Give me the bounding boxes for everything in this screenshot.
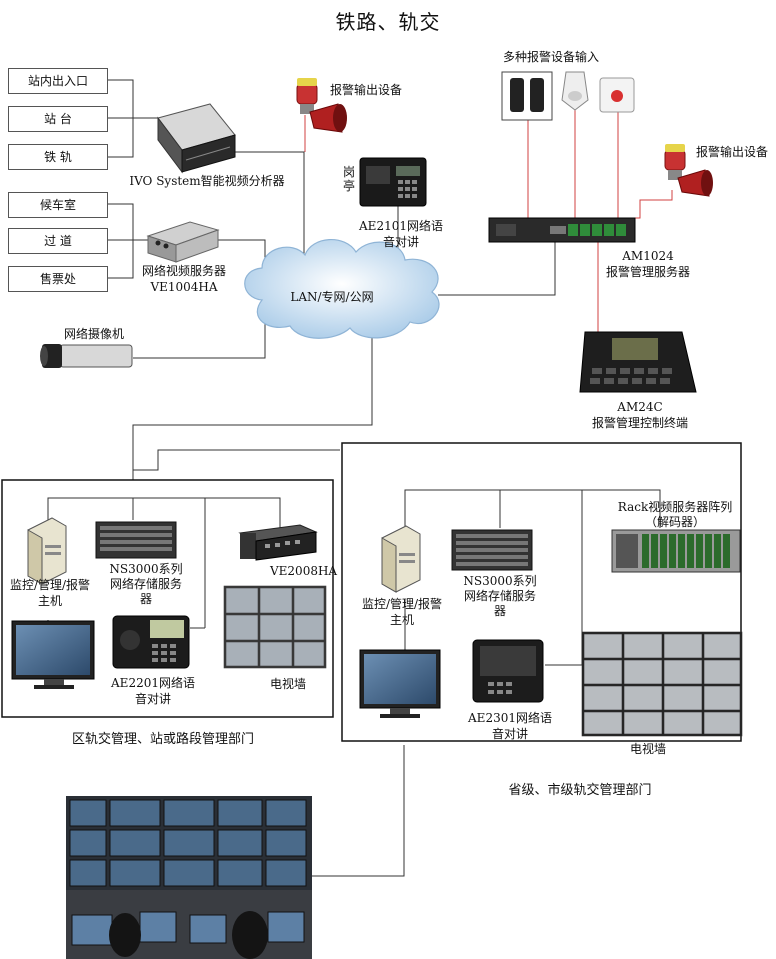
left-ns3000-storage (95, 521, 177, 559)
left-tvwall-label: 电视墙 (269, 677, 306, 691)
rack-video-array (611, 529, 741, 573)
right-tv-wall (581, 631, 743, 737)
left-host-pc (27, 517, 67, 585)
alarm-lines (304, 108, 673, 335)
left-ns-label-1: NS3000系列 (109, 562, 183, 576)
ae2101-label-1: AE2101网络语 (359, 219, 443, 233)
ve2008-server (238, 524, 318, 561)
ve1004-video-server (146, 221, 220, 263)
kiosk-label: 岗亭 (342, 165, 355, 193)
page-title: 铁路、轨交 (335, 10, 441, 34)
ae2201-label-1: AE2201网络语 (111, 676, 195, 690)
left-ns-label-3: 器 (139, 592, 152, 606)
right-ns-label-3: 器 (493, 604, 506, 618)
am24c-label-2: 报警管理控制终端 (591, 416, 688, 430)
left-host-label-1: 监控/管理/报警 (9, 578, 91, 592)
ivo-analyzer-device (157, 103, 236, 174)
alarm-out-2-label: 报警输出设备 (696, 145, 769, 159)
ve1004-label-2: VE1004HA (150, 280, 218, 294)
rack-label-1: Rack视频服务器阵列 (617, 500, 733, 514)
input-box-ticket-office: 售票处 (8, 266, 108, 292)
input-box-entrance: 站内出入口 (8, 68, 108, 94)
alarm-out-1-label: 报警输出设备 (330, 83, 403, 97)
input-box-track: 铁 轨 (8, 144, 108, 170)
am1024-label-2: 报警管理服务器 (605, 265, 690, 279)
connection-lines (47, 79, 661, 877)
ae2201-intercom (112, 615, 190, 669)
network-cloud (244, 238, 440, 339)
right-ns-label-1: NS3000系列 (463, 574, 537, 588)
control-room-photo (66, 796, 312, 959)
camera-label: 网络摄像机 (64, 327, 125, 341)
left-host-label-2: 主机 (37, 594, 62, 608)
ae2101-intercom (359, 157, 427, 207)
right-dept-frame (341, 442, 742, 742)
ae2201-label-2: 音对讲 (134, 692, 171, 706)
right-ns3000-storage (451, 529, 533, 571)
alarm-input-devices (501, 71, 635, 121)
ve1004-label-1: 网络视频服务器 (141, 264, 226, 278)
right-host-label-1: 监控/管理/报警 (361, 597, 443, 611)
ae2301-label-2: 音对讲 (491, 727, 528, 741)
input-box-platform: 站 台 (8, 106, 108, 132)
network-camera (40, 344, 133, 368)
right-host-pc (381, 525, 421, 593)
right-host-label-2: 主机 (389, 613, 414, 627)
am1024-alarm-server (488, 217, 636, 243)
ivo-label: IVO System智能视频分析器 (129, 174, 285, 188)
left-dept-caption: 区轨交管理、站或路段管理部门 (71, 732, 254, 747)
input-box-waiting-room: 候车室 (8, 192, 108, 218)
left-monitor (11, 620, 95, 689)
ae2101-label-2: 音对讲 (382, 235, 419, 249)
left-tv-wall (223, 585, 327, 669)
ve2008-label: VE2008HA (270, 564, 338, 578)
am24c-terminal (579, 331, 697, 393)
right-monitor (359, 649, 441, 718)
input-box-passage: 过 道 (8, 228, 108, 254)
am1024-label-1: AM1024 (622, 249, 674, 263)
multi-alarm-label: 多种报警设备输入 (503, 50, 600, 64)
right-dept-caption: 省级、市级轨交管理部门 (508, 783, 652, 798)
alarm-siren-icon (296, 78, 347, 133)
left-dept-frame (1, 479, 334, 718)
rack-label-2: （解码器） (644, 515, 705, 529)
am24c-label-1: AM24C (617, 400, 663, 414)
ae2301-label-1: AE2301网络语 (468, 711, 552, 725)
alarm-siren-icon-2 (664, 144, 713, 197)
right-ns-label-2: 网络存储服务 (463, 589, 536, 603)
ae2301-intercom (472, 639, 544, 703)
cloud-label: LAN/专网/公网 (290, 290, 374, 304)
right-tvwall-label: 电视墙 (629, 742, 666, 756)
left-ns-label-2: 网络存储服务 (109, 577, 182, 591)
